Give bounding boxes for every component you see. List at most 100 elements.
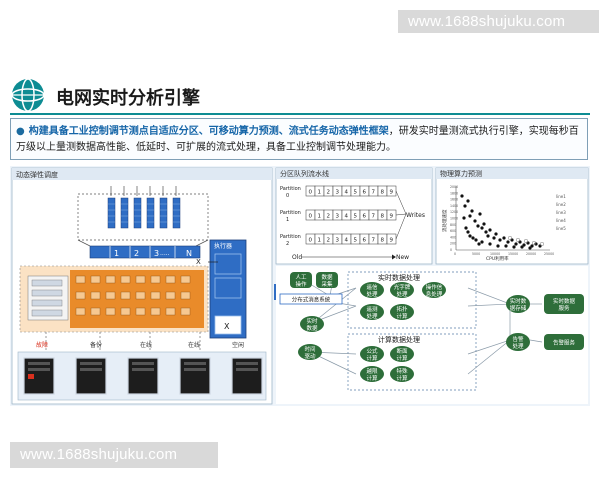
cluster-cell (90, 291, 101, 300)
cluster-cell (120, 307, 131, 316)
scatter-point (518, 240, 522, 244)
scatter-point (466, 199, 470, 203)
description-text: ●构建具备工业控制调节测点自适应分区、可移动算力预测、流式任务动态弹性框架，研发… (16, 124, 584, 156)
y-tick: 600 (450, 229, 456, 233)
partition-cell-value: 3 (336, 214, 340, 220)
cluster-cell (165, 275, 176, 284)
cluster-cell (180, 291, 191, 300)
node-formula (360, 346, 384, 362)
scatter-point (494, 232, 498, 236)
partition-label: Partition (280, 234, 301, 240)
scatter-point (530, 244, 534, 248)
queue-bar (133, 197, 142, 229)
description-box (10, 118, 588, 160)
cluster-item (31, 289, 63, 297)
scatter-point (473, 219, 477, 223)
queue-label-2: 2 (134, 249, 139, 258)
queue-bar (159, 197, 168, 229)
old-label: Old (292, 254, 302, 261)
node-telesignal-text: 遥信 (366, 283, 378, 291)
flow-chart: 实时数据处理 计算数据处理 人工操作数据采集分布式消息系统实时数据时间驱动遥信处… (276, 266, 588, 404)
queue-row: 1 2 3 N ..... (89, 245, 201, 259)
input-collection-text: 数据 (321, 273, 333, 281)
node-formula-text: 公式 (366, 347, 378, 355)
node-topology-text: 计算 (396, 312, 408, 320)
scatter-point (538, 244, 542, 248)
scatter-point (480, 226, 484, 230)
x-tick: 0 (454, 252, 456, 256)
panel-elastic-scheduling: 动态弹性调度 1 2 3 N ..... X (11, 167, 273, 405)
node-telesignal-text: 处理 (366, 290, 378, 298)
x-tick: 25000 (544, 252, 554, 256)
fault-indicator (28, 374, 34, 379)
cluster-cell (135, 307, 146, 316)
partition-cell-value: 1 (318, 238, 322, 244)
node-operation-text: 息处理 (426, 290, 443, 298)
flow-connector (467, 339, 511, 375)
partition-cell-value: 8 (381, 214, 385, 220)
time-trigger-node-text: 驱动 (304, 353, 316, 360)
server-label-online-1: 在线 (140, 341, 152, 349)
queue-label-n: N (186, 249, 192, 258)
cluster-cell (90, 307, 101, 316)
scatter-point (528, 246, 532, 250)
server-label-online-2: 在线 (188, 341, 200, 349)
legend-entry: line2 (556, 202, 566, 207)
description-highlight: 构建具备工业控制调节测点自适应分区、可移动算力预测、流式任务动态弹性框架 (28, 126, 389, 137)
service-alarm-text: 告警服务 (553, 339, 576, 347)
time-trigger-node (298, 344, 322, 360)
description-rest: ，研发实时量测流式执行引擎，实现每秒百万级以上量测数据高性能、低延时、可扩展的流… (16, 126, 579, 153)
partition-label: Partition (280, 186, 301, 192)
panel-compute-prediction: 物理算力预测 CPU利用率 流处理速度 line1line2line3line4… (435, 167, 589, 265)
y-tick: 2000 (450, 185, 458, 189)
scatter-point (498, 238, 502, 242)
cluster-cell (150, 291, 161, 300)
partition-index: 2 (286, 241, 289, 247)
cluster-item (31, 299, 63, 307)
legend-entry: line3 (556, 210, 566, 215)
node-telemetry (360, 304, 384, 320)
partition-cell-value: 7 (372, 238, 376, 244)
node-section-text: 断面 (396, 347, 408, 355)
queue-label-1: 1 (114, 249, 119, 258)
partition-cell-value: 4 (345, 190, 349, 196)
node-section (390, 346, 414, 362)
scatter-point (510, 238, 514, 242)
input-collection (316, 272, 338, 288)
y-tick: 800 (450, 223, 456, 227)
title-divider (10, 113, 590, 115)
input-manual-text: 人工 (295, 274, 307, 281)
input-manual-text: 操作 (295, 280, 307, 288)
cluster-cell (75, 291, 86, 300)
scatter-point (506, 240, 510, 244)
node-topology (390, 304, 414, 320)
cluster-item (31, 309, 63, 317)
partition-cell-value: 4 (345, 238, 349, 244)
server-label-backup: 备份 (90, 341, 102, 349)
cluster-cell (180, 307, 191, 316)
scatter-point (468, 214, 472, 218)
partition-cell-value: 5 (354, 214, 358, 220)
cluster-cell (75, 275, 86, 284)
scatter-point (534, 242, 538, 246)
flow-connector (467, 303, 511, 307)
executor-box: 执行器 X (209, 239, 247, 339)
realtime-title: 实时数据处理 (378, 273, 420, 282)
queue-bar (146, 197, 155, 229)
partition-cell-value: 9 (390, 214, 394, 220)
x-tick: 5000 (472, 252, 480, 256)
scatter-point (514, 242, 518, 246)
node-telemetry-text: 处理 (366, 312, 378, 320)
node-limit (360, 366, 384, 382)
x-tick: 15000 (508, 252, 518, 256)
executor-label: 执行器 (214, 242, 232, 250)
cluster-cell (120, 291, 131, 300)
queue-bar (120, 197, 129, 229)
scatter-point (478, 212, 482, 216)
flow-connector (529, 339, 543, 343)
scatter-point (463, 204, 467, 208)
scatter-point (520, 245, 524, 249)
scatter-point (504, 244, 508, 248)
queue-bar (172, 197, 181, 229)
node-limit-text: 计算 (366, 374, 378, 382)
